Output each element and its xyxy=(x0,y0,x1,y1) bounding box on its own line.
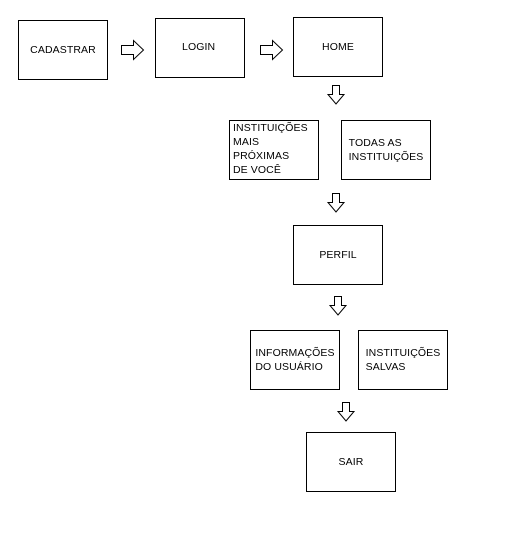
user-info-node: INFORMAÇÕES DO USUÁRIO xyxy=(250,330,340,390)
sair-node: SAIR xyxy=(306,432,396,492)
arrow-right-icon xyxy=(121,39,145,61)
login-node: LOGIN xyxy=(155,18,245,78)
all-institutions-label: TODAS AS INSTITUIÇÕES xyxy=(348,137,424,163)
user-info-label: INFORMAÇÕES DO USUÁRIO xyxy=(255,347,335,373)
arrow-down-icon xyxy=(336,402,356,422)
saved-institutions-label: INSTITUIÇÕES SALVAS xyxy=(365,347,441,373)
perfil-node: PERFIL xyxy=(293,225,383,285)
arrow-down-icon xyxy=(326,193,346,213)
arrow-down-icon xyxy=(328,296,348,316)
login-label: LOGIN xyxy=(182,41,216,53)
cadastrar-node: CADASTRAR xyxy=(18,20,108,80)
home-node: HOME xyxy=(293,17,383,77)
home-label: HOME xyxy=(322,41,354,53)
saved-institutions-node: INSTITUIÇÕES SALVAS xyxy=(358,330,448,390)
arrow-down-icon xyxy=(326,85,346,105)
nearby-institutions-node: INSTITUIÇÕES MAIS PRÓXIMAS DE VOCÊ xyxy=(229,120,319,180)
cadastrar-label: CADASTRAR xyxy=(30,44,96,56)
sair-label: SAIR xyxy=(338,456,364,468)
perfil-label: PERFIL xyxy=(319,249,357,261)
arrow-right-icon xyxy=(260,39,284,61)
nearby-institutions-label: INSTITUIÇÕES MAIS PRÓXIMAS DE VOCÊ xyxy=(233,122,308,176)
all-institutions-node: TODAS AS INSTITUIÇÕES xyxy=(341,120,431,180)
